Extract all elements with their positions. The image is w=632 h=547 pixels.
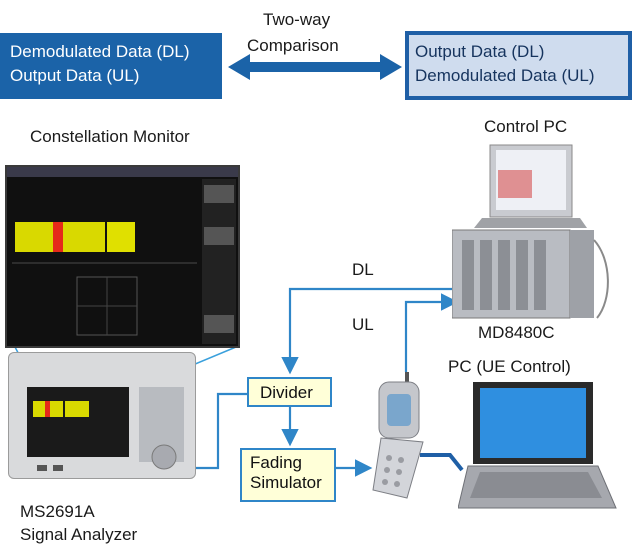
box-line: Demodulated Data (UL): [415, 66, 595, 85]
constellation-monitor-label: Constellation Monitor: [30, 127, 190, 146]
constellation-monitor-screen: [5, 165, 240, 348]
analyzer-name-label: Signal Analyzer: [20, 525, 138, 544]
fading-simulator-box: Fading Simulator: [240, 448, 336, 502]
divider-box: Divider: [247, 377, 332, 407]
ul-label: UL: [352, 315, 374, 334]
dl-label: DL: [352, 260, 374, 279]
analyzer-model-label: MS2691A: [20, 502, 95, 521]
ue-control-laptop: [457, 382, 618, 510]
spectrum-display-icon: [7, 167, 238, 344]
laptop-icon: [457, 382, 617, 509]
comparison-label: Comparison: [247, 36, 339, 55]
demodulated-data-box: Demodulated Data (DL) Output Data (UL): [0, 33, 222, 99]
control-pc-icon: [451, 144, 609, 319]
signal-analyzer-device: [8, 352, 196, 479]
divider-label: Divider: [260, 383, 313, 402]
box-line: Demodulated Data (DL): [10, 42, 190, 61]
output-data-box: Output Data (DL) Demodulated Data (UL): [405, 31, 632, 100]
two-way-arrow: [228, 54, 402, 80]
simulator-label: Simulator: [250, 473, 322, 492]
control-pc-label: Control PC: [484, 117, 568, 136]
box-line: Output Data (DL): [415, 42, 545, 61]
box-line: Output Data (UL): [10, 66, 140, 85]
phone-icon: [372, 372, 424, 499]
pc-ue-control-label: PC (UE Control): [448, 357, 571, 376]
signal-analyzer-icon: [27, 387, 184, 471]
md8480c-label: MD8480C: [478, 323, 555, 342]
mobile-phone: [367, 372, 437, 502]
fading-label: Fading: [250, 453, 302, 472]
two-way-label: Two-way: [263, 10, 331, 29]
md8480c-device: [451, 140, 612, 325]
